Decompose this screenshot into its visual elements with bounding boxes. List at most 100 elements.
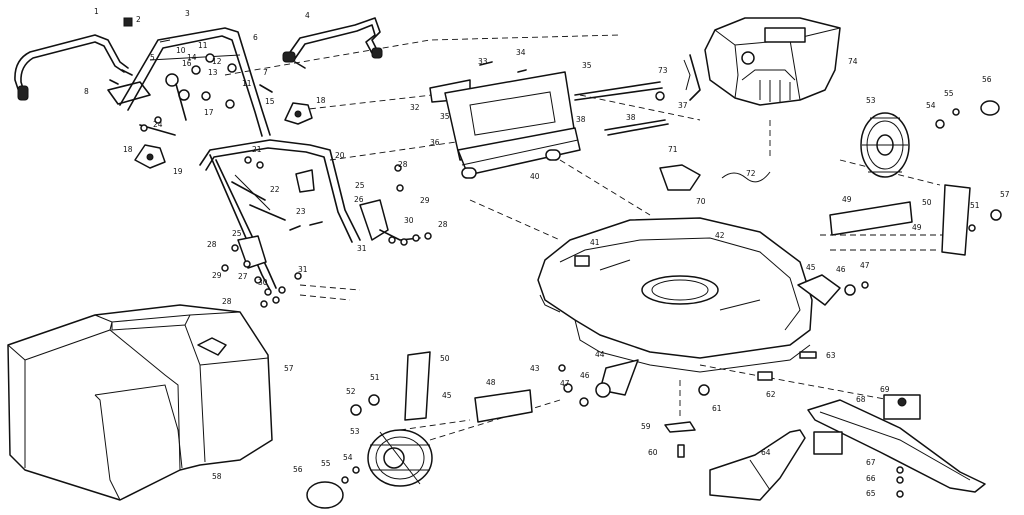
lower-handle-part-20 [199,139,361,291]
mower-deck-part-42 [537,217,813,373]
label-part-69: 69 [880,385,890,394]
label-part-8: 8 [84,87,89,96]
label-part-38: 38 [576,115,586,124]
label-part-72: 72 [746,169,756,178]
label-part-66: 66 [866,474,876,483]
label-part-25: 25 [355,181,365,190]
label-part-28d: 28 [438,220,448,229]
rear-wheel-part-53 [860,112,910,178]
label-part-55: 55 [944,89,954,98]
label-part-70: 70 [696,197,706,206]
label-part-54b: 54 [343,453,353,462]
label-part-53: 53 [866,96,876,105]
control-bracket-parts [107,17,306,136]
engine-part-74 [689,17,841,106]
label-part-11: 11 [198,41,208,50]
label-part-10: 10 [176,46,186,55]
label-part-42: 42 [715,231,725,240]
label-part-67: 67 [866,458,876,467]
label-part-25b: 25 [232,229,242,238]
label-part-26: 26 [354,195,364,204]
label-part-4: 4 [305,11,310,20]
label-part-29b: 29 [212,271,222,280]
label-part-60: 60 [648,448,658,457]
label-part-1: 1 [94,7,99,16]
label-part-35: 35 [582,61,592,70]
label-part-18b: 18 [123,145,133,154]
label-part-7: 7 [263,68,268,77]
label-part-12: 12 [212,57,222,66]
label-part-34: 34 [516,48,526,57]
label-part-57b: 57 [1000,190,1010,199]
label-part-33: 33 [478,57,488,66]
mower-blade-part-68 [807,399,986,493]
label-part-50b: 50 [440,354,450,363]
rear-deflector-assembly [429,61,669,179]
grip-handle-part-4 [282,17,383,63]
label-part-40: 40 [530,172,540,181]
label-part-57: 57 [284,364,294,373]
label-part-65: 65 [866,489,876,498]
label-part-52: 52 [346,387,356,396]
label-part-23: 23 [296,207,306,216]
label-part-36: 36 [430,138,440,147]
label-part-45b: 45 [442,391,452,400]
label-part-41: 41 [590,238,600,247]
baffle-part-64 [709,429,843,501]
label-part-56b: 56 [293,465,303,474]
label-part-3: 3 [185,9,190,18]
blade-adapter-parts [659,164,921,498]
grass-catcher-bag [7,304,273,501]
label-part-49b: 49 [912,223,922,232]
label-part-5: 5 [150,53,155,62]
label-part-51: 51 [970,201,980,210]
label-part-15: 15 [265,97,275,106]
label-part-13: 13 [208,68,218,77]
label-part-37: 37 [678,101,688,110]
label-part-32: 32 [410,103,420,112]
label-part-30b: 30 [258,278,268,287]
label-part-31b: 31 [298,265,308,274]
label-part-59: 59 [641,422,651,431]
label-part-73: 73 [658,66,668,75]
label-part-48: 48 [486,378,496,387]
label-part-71: 71 [668,145,678,154]
label-part-29: 29 [420,196,430,205]
label-part-43: 43 [530,364,540,373]
label-part-14: 14 [187,53,197,62]
label-part-6: 6 [253,33,258,42]
label-part-30: 30 [404,216,414,225]
label-part-2: 2 [136,15,141,24]
label-part-38b: 38 [626,113,636,122]
label-part-20: 20 [335,151,345,160]
part-number-labels: 1 2 3 4 5 6 7 8 10 11 11 12 13 14 15 16 … [84,7,1010,498]
label-part-31: 31 [357,244,367,253]
deck-brackets-parts-44-47 [558,274,869,407]
label-part-62: 62 [766,390,776,399]
front-wheel-part-53 [367,429,433,487]
upper-handle-part-1 [14,34,129,101]
label-part-47b: 47 [560,379,570,388]
label-part-28: 28 [398,160,408,169]
label-part-17: 17 [204,108,214,117]
label-part-46b: 46 [580,371,590,380]
label-part-24: 24 [153,120,163,129]
label-part-28b: 28 [207,240,217,249]
label-part-46: 46 [836,265,846,274]
label-part-64: 64 [761,448,771,457]
label-part-63: 63 [826,351,836,360]
label-part-19: 19 [173,167,183,176]
height-adjuster-parts [306,100,1002,509]
handle-bracket-parts-25-31 [221,164,432,308]
label-part-51b: 51 [370,373,380,382]
label-part-22: 22 [270,185,280,194]
label-part-68: 68 [856,395,866,404]
label-part-49: 49 [842,195,852,204]
label-part-18: 18 [316,96,326,105]
label-part-45: 45 [806,263,816,272]
label-part-53b: 53 [350,427,360,436]
label-part-58: 58 [212,472,222,481]
label-part-35b: 35 [440,112,450,121]
